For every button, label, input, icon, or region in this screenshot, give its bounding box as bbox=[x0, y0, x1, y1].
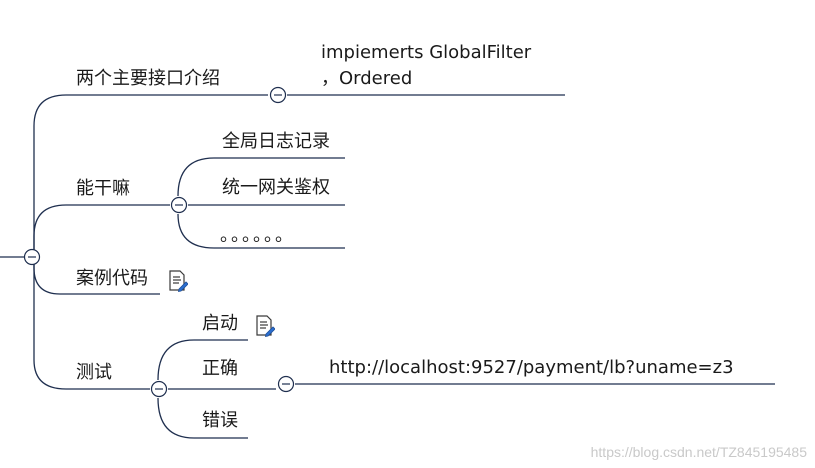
child-line-log bbox=[177, 157, 345, 197]
capabilities-collapse-icon[interactable] bbox=[170, 196, 188, 214]
subtopic-more[interactable]: 。。。。。。 bbox=[220, 225, 295, 246]
child-line-error bbox=[157, 397, 248, 439]
test-collapse-icon[interactable] bbox=[150, 380, 168, 398]
subtopic-correct[interactable]: 正确 bbox=[202, 358, 238, 379]
topic-test[interactable]: 测试 bbox=[76, 362, 112, 383]
note-edit-icon[interactable] bbox=[255, 315, 275, 337]
correct-collapse-icon[interactable] bbox=[277, 375, 295, 393]
topic-example[interactable]: 案例代码 bbox=[76, 268, 148, 289]
branch-line-test bbox=[33, 257, 150, 390]
subtopic-auth[interactable]: 统一网关鉴权 bbox=[222, 177, 330, 198]
watermark: https://blog.csdn.net/TZ845195485 bbox=[590, 444, 807, 460]
test-url[interactable]: http://localhost:9527/payment/lb?uname=z… bbox=[329, 357, 734, 378]
topic-capabilities[interactable]: 能干嘛 bbox=[76, 178, 130, 199]
interfaces-detail-line2: ，Ordered bbox=[321, 68, 413, 89]
branch-line-interfaces bbox=[33, 94, 268, 257]
note-edit-icon[interactable] bbox=[168, 270, 188, 292]
topic-interfaces[interactable]: 两个主要接口介绍 bbox=[76, 68, 220, 89]
subtopic-log[interactable]: 全局日志记录 bbox=[222, 131, 330, 152]
branch-line-capabilities bbox=[33, 204, 170, 257]
root-collapse-icon[interactable] bbox=[23, 248, 41, 266]
child-line-more bbox=[177, 213, 345, 249]
child-line-start bbox=[157, 339, 248, 381]
subtopic-start[interactable]: 启动 bbox=[202, 313, 238, 334]
interfaces-collapse-icon[interactable] bbox=[269, 86, 287, 104]
subtopic-error[interactable]: 错误 bbox=[202, 410, 238, 431]
interfaces-detail-line1: impiemerts GlobalFilter bbox=[321, 42, 532, 63]
